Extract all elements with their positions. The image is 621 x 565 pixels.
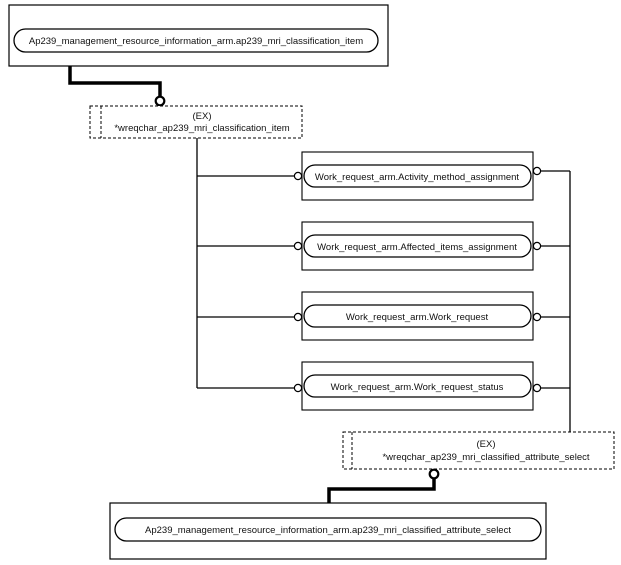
bottom-entity[interactable]: Ap239_management_resource_information_ar… xyxy=(109,502,547,560)
bottom-select[interactable]: (EX) *wreqchar_ap239_mri_classified_attr… xyxy=(342,431,615,470)
bottom-select-connector xyxy=(327,479,436,503)
entity-work-request-status[interactable]: Work_request_arm.Work_request_status xyxy=(301,361,534,411)
branch-circle xyxy=(293,241,303,251)
bottom-select-connector-circle xyxy=(428,468,440,480)
entity-label: Work_request_arm.Work_request_status xyxy=(331,382,504,393)
entity-affected-items-assignment[interactable]: Work_request_arm.Affected_items_assignme… xyxy=(301,221,534,271)
right-circle xyxy=(532,166,542,176)
top-select[interactable]: (EX) *wreqchar_ap239_mri_classification_… xyxy=(89,105,303,139)
bottom-select-label: *wreqchar_ap239_mri_classified_attribute… xyxy=(382,452,589,463)
bottom-entity-label: Ap239_management_resource_information_ar… xyxy=(145,525,511,536)
top-entity-connector xyxy=(68,66,162,96)
entity-label: Work_request_arm.Work_request xyxy=(346,312,489,323)
entity-work-request[interactable]: Work_request_arm.Work_request xyxy=(301,291,534,341)
top-select-tag: (EX) xyxy=(193,111,212,122)
right-circle xyxy=(532,312,542,322)
top-entity-label: Ap239_management_resource_information_ar… xyxy=(29,36,363,47)
branch-circle xyxy=(293,383,303,393)
top-select-label: *wreqchar_ap239_mri_classification_item xyxy=(114,123,289,134)
top-entity[interactable]: Ap239_management_resource_information_ar… xyxy=(8,4,389,67)
branch-circle xyxy=(293,171,303,181)
right-circle xyxy=(532,383,542,393)
entity-activity-method-assignment[interactable]: Work_request_arm.Activity_method_assignm… xyxy=(301,151,534,201)
bottom-select-tag: (EX) xyxy=(477,439,496,450)
branch-circle xyxy=(293,312,303,322)
entity-label: Work_request_arm.Activity_method_assignm… xyxy=(315,172,520,183)
top-entity-connector-circle xyxy=(154,95,166,107)
entity-label: Work_request_arm.Affected_items_assignme… xyxy=(317,242,517,253)
right-circle xyxy=(532,241,542,251)
